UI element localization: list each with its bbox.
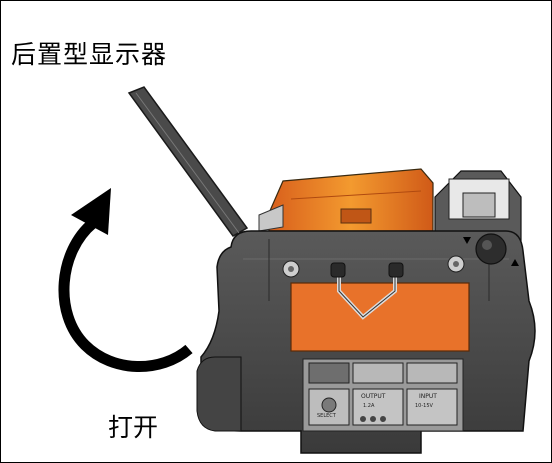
input-label: INPUT	[419, 393, 437, 400]
output-label: OUTPUT	[361, 393, 386, 400]
down-triangle-icon	[463, 237, 471, 244]
up-triangle-icon	[511, 259, 519, 266]
carry-handle	[330, 262, 404, 320]
page-title: 后置型显示器	[11, 40, 168, 69]
left-grip	[196, 356, 242, 432]
top-cover	[258, 168, 434, 232]
rear-monitor	[127, 86, 249, 237]
select-label: SELECT	[317, 413, 337, 419]
right-latch	[434, 170, 522, 242]
open-action-label: 打开	[108, 413, 159, 442]
curved-arrow-icon	[58, 188, 193, 372]
input-rating-label: 10-15V	[415, 403, 434, 409]
orange-panel	[290, 282, 470, 352]
connector-panel	[302, 358, 464, 432]
round-button	[475, 233, 507, 265]
output-rating-label: 1.2A	[363, 403, 375, 409]
screws	[282, 255, 465, 278]
